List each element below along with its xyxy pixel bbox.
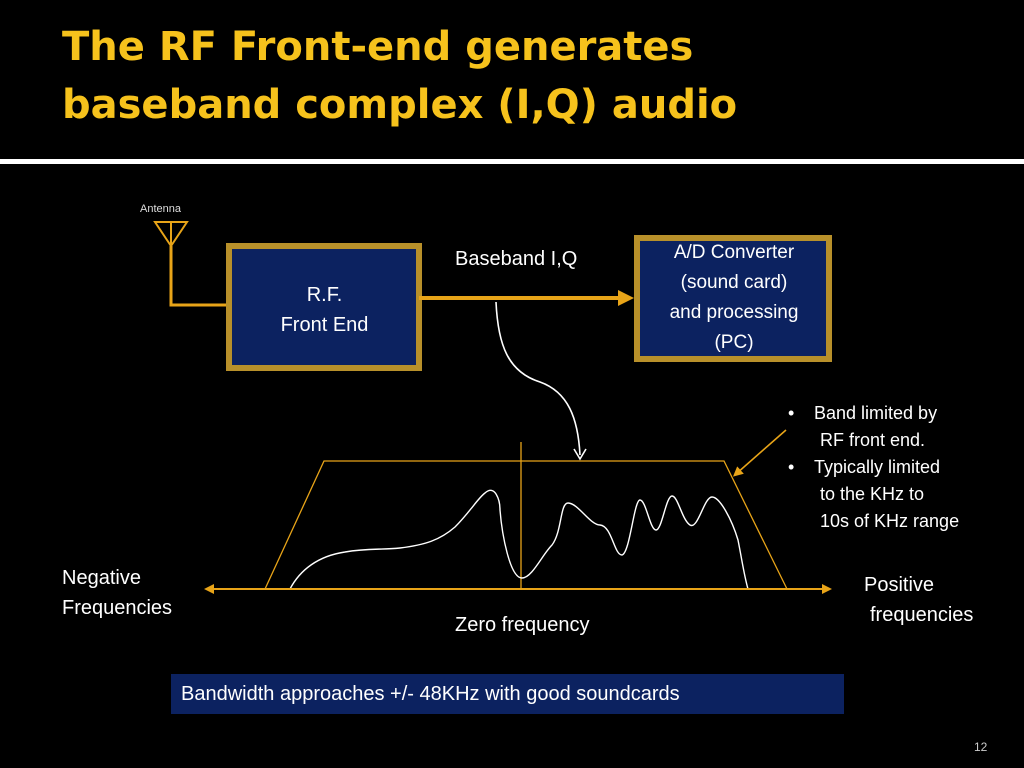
ad-box-label: A/D Converter (sound card) and processin… xyxy=(640,238,828,358)
title-line-2: baseband complex (I,Q) audio xyxy=(62,82,738,128)
note-2-line-1: Typically limited xyxy=(814,457,941,477)
ad-label-line-4: (PC) xyxy=(714,332,754,353)
note-1-line-1: Band limited by xyxy=(814,403,938,423)
baseband-pointer xyxy=(495,301,581,456)
bandlimit-notes: Band limited by RF front end. Typically … xyxy=(786,400,959,535)
positive-frequencies-label: Positive frequencies xyxy=(864,570,973,630)
neg-line-2: Frequencies xyxy=(62,597,173,619)
title-line-1: The RF Front-end generates xyxy=(62,24,694,70)
neg-line-1: Negative xyxy=(62,567,141,589)
slide-title: The RF Front-end generates baseband comp… xyxy=(62,18,962,134)
pos-line-1: Positive xyxy=(864,574,935,596)
baseband-label: Baseband I,Q xyxy=(455,248,578,270)
rf-box-label: R.F. Front End xyxy=(232,280,417,340)
spectrum-curve xyxy=(289,489,749,590)
antenna-label: Antenna xyxy=(140,203,181,215)
note-2-line-3: 10s of KHz range xyxy=(820,511,960,531)
note-1-line-2: RF front end. xyxy=(820,430,926,450)
bandlimit-pointer xyxy=(732,429,787,477)
note-item: Typically limited to the KHz to 10s of K… xyxy=(786,454,959,535)
ad-converter-box xyxy=(634,235,832,362)
ad-label-line-3: and processing xyxy=(669,302,799,323)
title-divider xyxy=(0,159,1024,164)
note-item: Band limited by RF front end. xyxy=(786,400,959,454)
note-2-line-2: to the KHz to xyxy=(820,484,925,504)
negative-frequencies-label: Negative Frequencies xyxy=(62,563,172,623)
ad-label-line-1: A/D Converter xyxy=(673,242,795,263)
pos-line-2: frequencies xyxy=(870,604,974,626)
filter-passband xyxy=(264,460,788,590)
rf-front-end-box xyxy=(226,243,422,371)
bandwidth-note: Bandwidth approaches +/- 48KHz with good… xyxy=(171,674,844,714)
rf-label-line-2: Front End xyxy=(280,314,369,336)
antenna-icon xyxy=(153,221,232,307)
rf-label-line-1: R.F. xyxy=(306,284,343,306)
zero-frequency-label: Zero frequency xyxy=(455,614,590,636)
ad-label-line-2: (sound card) xyxy=(680,272,788,293)
page-number: 12 xyxy=(974,740,988,754)
